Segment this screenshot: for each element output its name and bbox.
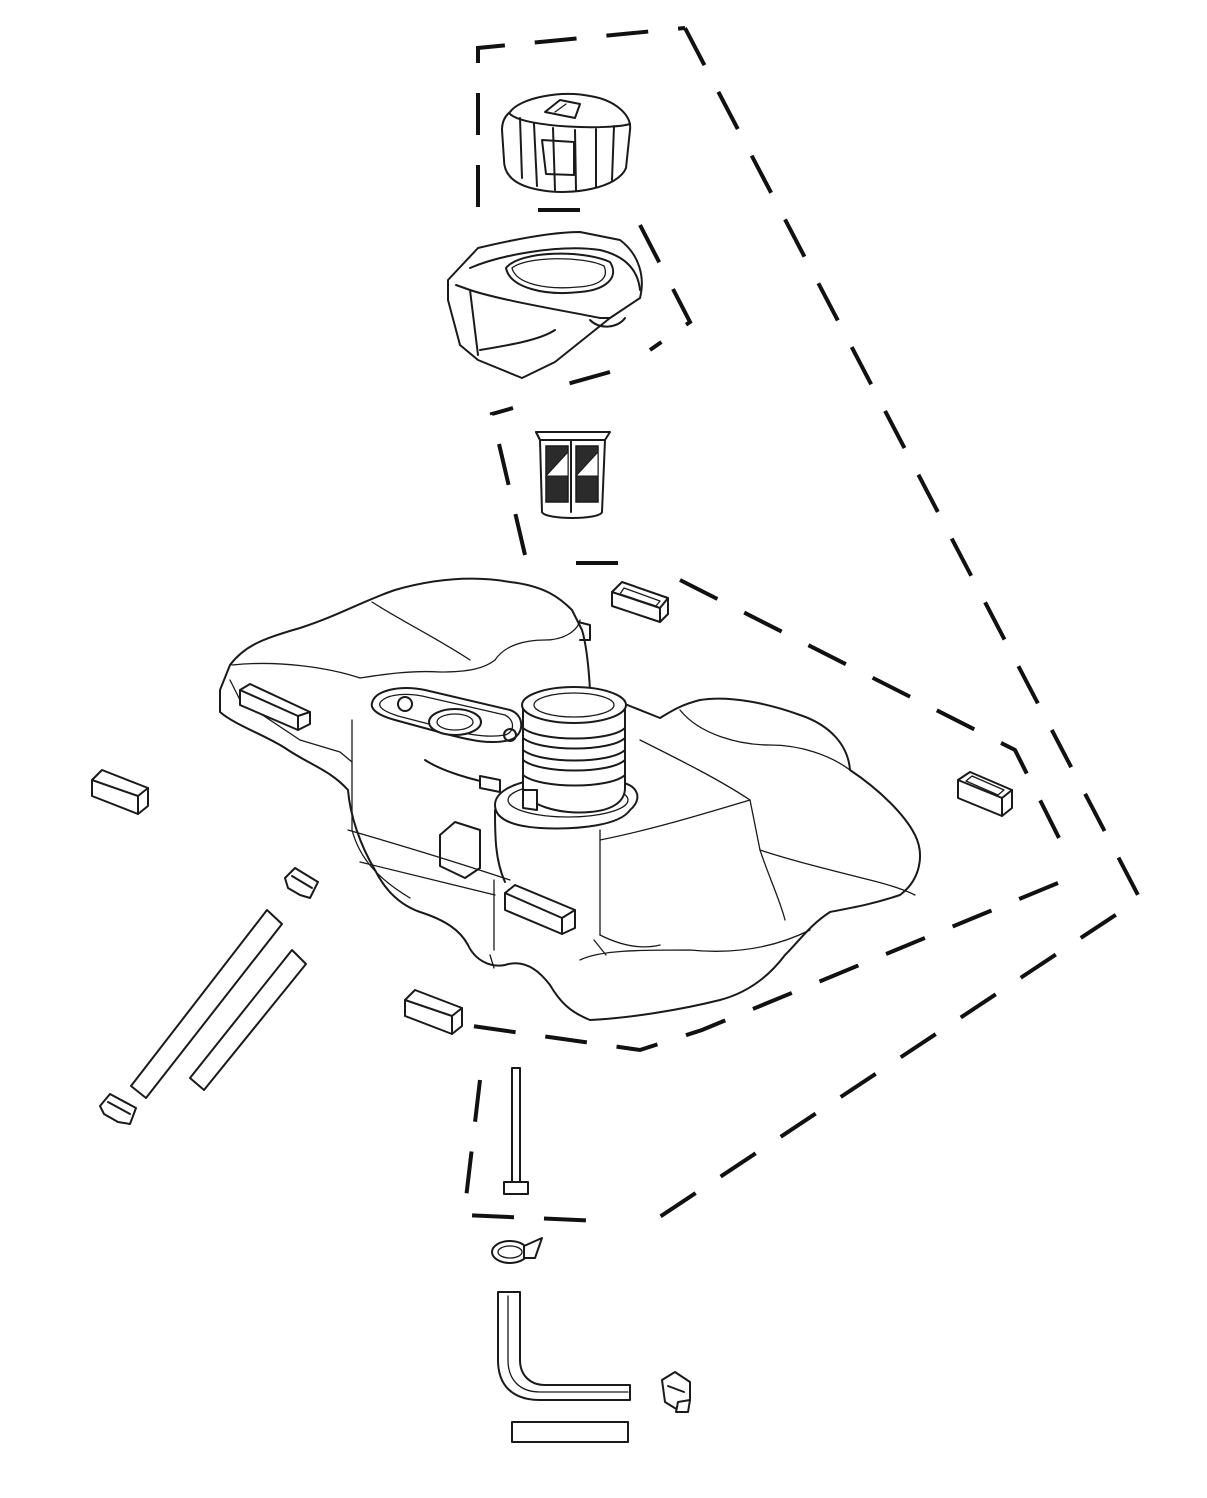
- rubber-pad-left: [91, 769, 149, 815]
- fuel-shutoff-valve: [661, 1371, 691, 1413]
- filler-neck-adapter: [447, 231, 643, 379]
- fuel-hose-long: [130, 909, 283, 1099]
- hose-clip-upper: [284, 867, 319, 899]
- fuel-line-elbow: [497, 1291, 631, 1401]
- dashed-group-pickup: [461, 1079, 601, 1223]
- fuel-hose-short: [189, 949, 307, 1091]
- hose-clamp: [491, 1237, 543, 1264]
- dashed-group-cap: [476, 26, 693, 388]
- dashed-group-tank: [464, 406, 1067, 1053]
- rubber-pad-bottom: [404, 989, 463, 1035]
- dashed-group-outer: [650, 27, 1141, 1224]
- hose-clip-lower: [99, 1093, 137, 1125]
- rubber-pad-top: [611, 581, 669, 623]
- fuel-pickup-tube: [503, 1067, 529, 1195]
- fuel-strainer: [535, 431, 611, 519]
- fuel-cap: [501, 93, 632, 193]
- fuel-tank: [219, 577, 921, 1021]
- rubber-pad-right: [957, 771, 1013, 817]
- hose-sleeve: [511, 1421, 629, 1443]
